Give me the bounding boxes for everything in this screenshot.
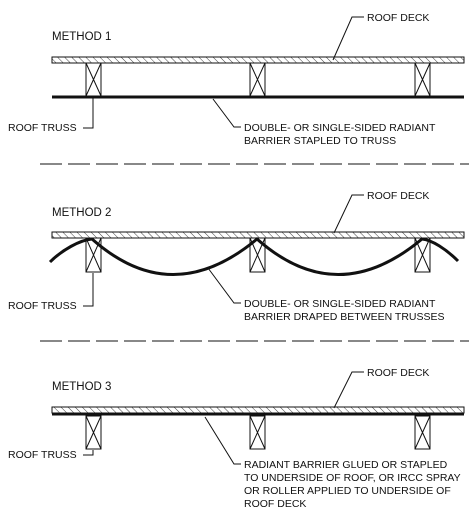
roof-truss (85, 62, 102, 97)
method-3-roof-truss-label: ROOF TRUSS (8, 449, 77, 461)
method-1-roof-deck-label: ROOF DECK (367, 12, 429, 24)
method-2-barrier-leader (207, 267, 241, 304)
method-1-barrier-label-line-1: DOUBLE- OR SINGLE-SIDED RADIANT (244, 122, 436, 134)
method-1-barrier-label-line-2: BARRIER STAPLED TO TRUSS (244, 135, 396, 147)
method-2-barrier-label-line-1: DOUBLE- OR SINGLE-SIDED RADIANT (244, 298, 436, 310)
method-1-trusses (85, 62, 431, 97)
method-3-title: METHOD 3 (52, 381, 111, 393)
method-3-panel: METHOD 3 ROOF DECK ROOF TRUSS RADIANT BA… (8, 367, 465, 510)
roof-truss (85, 415, 102, 450)
method-2-title: METHOD 2 (52, 207, 111, 219)
method-1-roof-truss-leader (83, 98, 94, 129)
method-1-roof-deck (51, 56, 465, 64)
method-3-roof-deck-label: ROOF DECK (367, 367, 429, 379)
method-3-barrier-label-line-2: TO UNDERSIDE OF ROOF, OR IRCC SPRAY (244, 472, 461, 484)
method-2-barrier-label-line-2: BARRIER DRAPED BETWEEN TRUSSES (244, 311, 445, 323)
method-2-roof-deck (51, 231, 465, 239)
method-3-roof-deck (51, 406, 465, 414)
method-3-roof-truss-leader (83, 450, 94, 456)
method-2-roof-truss-label: ROOF TRUSS (8, 300, 77, 312)
method-3-barrier-leader (204, 416, 241, 465)
method-3-roof-deck-leader (333, 371, 364, 409)
method-1-roof-deck-leader (332, 16, 364, 61)
roof-truss (414, 415, 431, 450)
method-1-title: METHOD 1 (52, 31, 111, 43)
method-3-barrier-label-line-1: RADIANT BARRIER GLUED OR STAPLED (244, 459, 448, 471)
method-2-radiant-barrier (48, 237, 460, 276)
method-1-barrier-leader (212, 98, 241, 128)
roof-truss (414, 237, 431, 273)
method-2-roof-deck-label: ROOF DECK (367, 190, 429, 202)
method-3-barrier-label-line-3: OR ROLLER APPLIED TO UNDERSIDE OF (244, 485, 451, 497)
method-3-trusses (85, 415, 431, 450)
method-1-roof-truss-label: ROOF TRUSS (8, 122, 77, 134)
roof-truss (414, 62, 431, 97)
method-2-trusses (85, 237, 431, 273)
method-2-panel: METHOD 2 ROOF DECK ROOF TRUSS DOUBLE- OR… (8, 190, 465, 323)
method-3-barrier-label-line-4: ROOF DECK (244, 498, 306, 510)
method-2-roof-truss-leader (83, 273, 94, 307)
roof-truss (85, 237, 102, 273)
method-1-panel: METHOD 1 ROOF DECK ROOF TRUSS DOUBLE- OR… (8, 12, 465, 147)
method-2-roof-deck-leader (333, 194, 364, 234)
roof-truss (249, 62, 266, 97)
roof-truss (249, 415, 266, 450)
